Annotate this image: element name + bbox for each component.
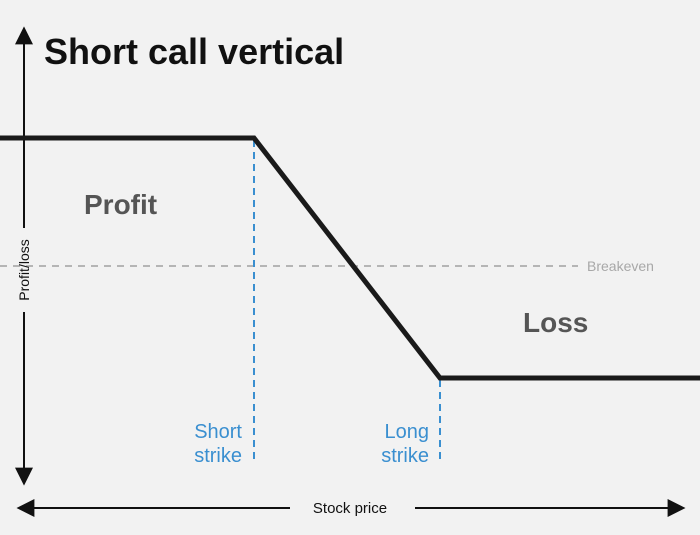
- y-axis-label: Profit/loss: [16, 239, 32, 300]
- profit-region-label: Profit: [84, 189, 157, 220]
- payoff-line: [0, 135, 700, 381]
- long-strike-label-line2: strike: [381, 445, 429, 467]
- short-strike-label-line1: Short: [194, 421, 242, 443]
- long-strike-label-line1: Long: [385, 421, 430, 443]
- page-title: Short call vertical: [44, 31, 344, 72]
- x-axis-label: Stock price: [313, 500, 387, 517]
- breakeven-label: Breakeven: [587, 258, 654, 274]
- short-strike-label-line2: strike: [194, 445, 242, 467]
- loss-region-label: Loss: [523, 307, 588, 338]
